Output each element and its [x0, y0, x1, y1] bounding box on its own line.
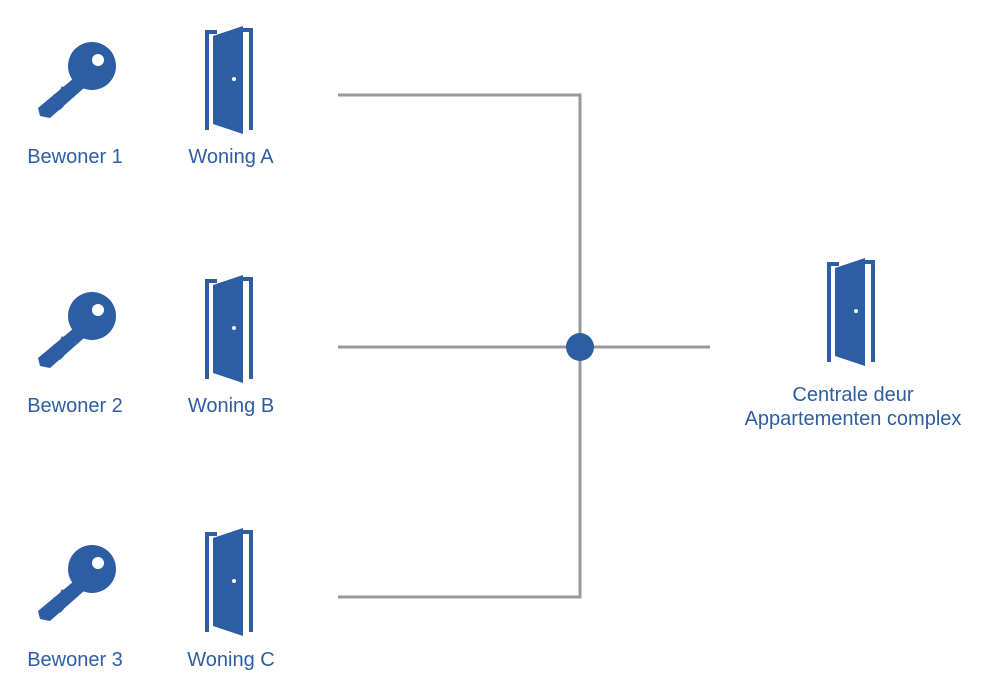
resident-label-3: Bewoner 3 — [27, 649, 123, 671]
key-icon — [38, 545, 116, 621]
resident-label-2: Bewoner 2 — [27, 395, 123, 417]
key-icon — [38, 292, 116, 368]
door-icon — [205, 26, 253, 134]
dwelling-label-b: Woning B — [187, 395, 275, 417]
resident-label-1: Bewoner 1 — [27, 146, 123, 168]
dwelling-label-c: Woning C — [187, 649, 275, 671]
dwelling-label-a: Woning A — [188, 146, 274, 168]
door-icon — [205, 528, 253, 636]
junction-dot — [566, 333, 594, 361]
key-icon — [38, 42, 116, 118]
central-door-icon — [827, 258, 875, 366]
central-door-label: Centrale deur Appartementen complex — [718, 383, 988, 431]
central-door-label-line1: Centrale deur — [792, 384, 914, 406]
central-door-label-line2: Appartementen complex — [744, 408, 962, 430]
door-icon — [205, 275, 253, 383]
